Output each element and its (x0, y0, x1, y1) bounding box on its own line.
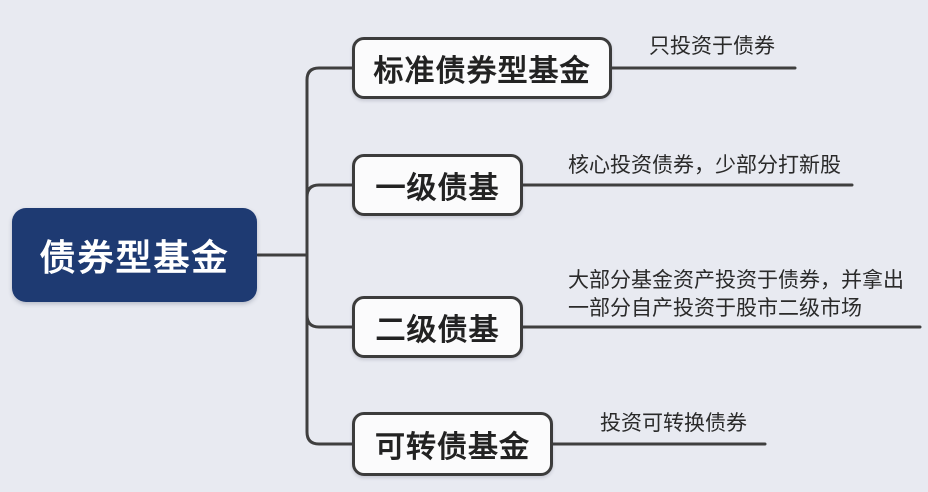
note-tier2-bond-fund[interactable]: 大部分基金资产投资于债券，并拿出 一部分自产投资于股市二级市场 (568, 268, 904, 320)
note-standard-bond-fund[interactable]: 只投资于债券 (649, 34, 775, 58)
connector-branch-3 (305, 253, 354, 329)
topic-standard-bond-fund[interactable]: 标准债券型基金 (352, 37, 612, 99)
topic-convertible-bond-fund[interactable]: 可转债基金 (352, 412, 553, 476)
connector-branch-4 (305, 253, 354, 446)
connector-branch-1 (305, 66, 354, 257)
root-topic-bond-funds[interactable]: 债券型基金 (12, 208, 257, 302)
note-convertible-bond-fund[interactable]: 投资可转换债券 (600, 411, 747, 435)
topic-tier2-bond-fund[interactable]: 二级债基 (352, 296, 523, 358)
note-tier1-bond-fund[interactable]: 核心投资债券，少部分打新股 (568, 153, 841, 177)
connector-branch-2 (305, 183, 354, 257)
topic-tier1-bond-fund[interactable]: 一级债基 (352, 154, 523, 216)
